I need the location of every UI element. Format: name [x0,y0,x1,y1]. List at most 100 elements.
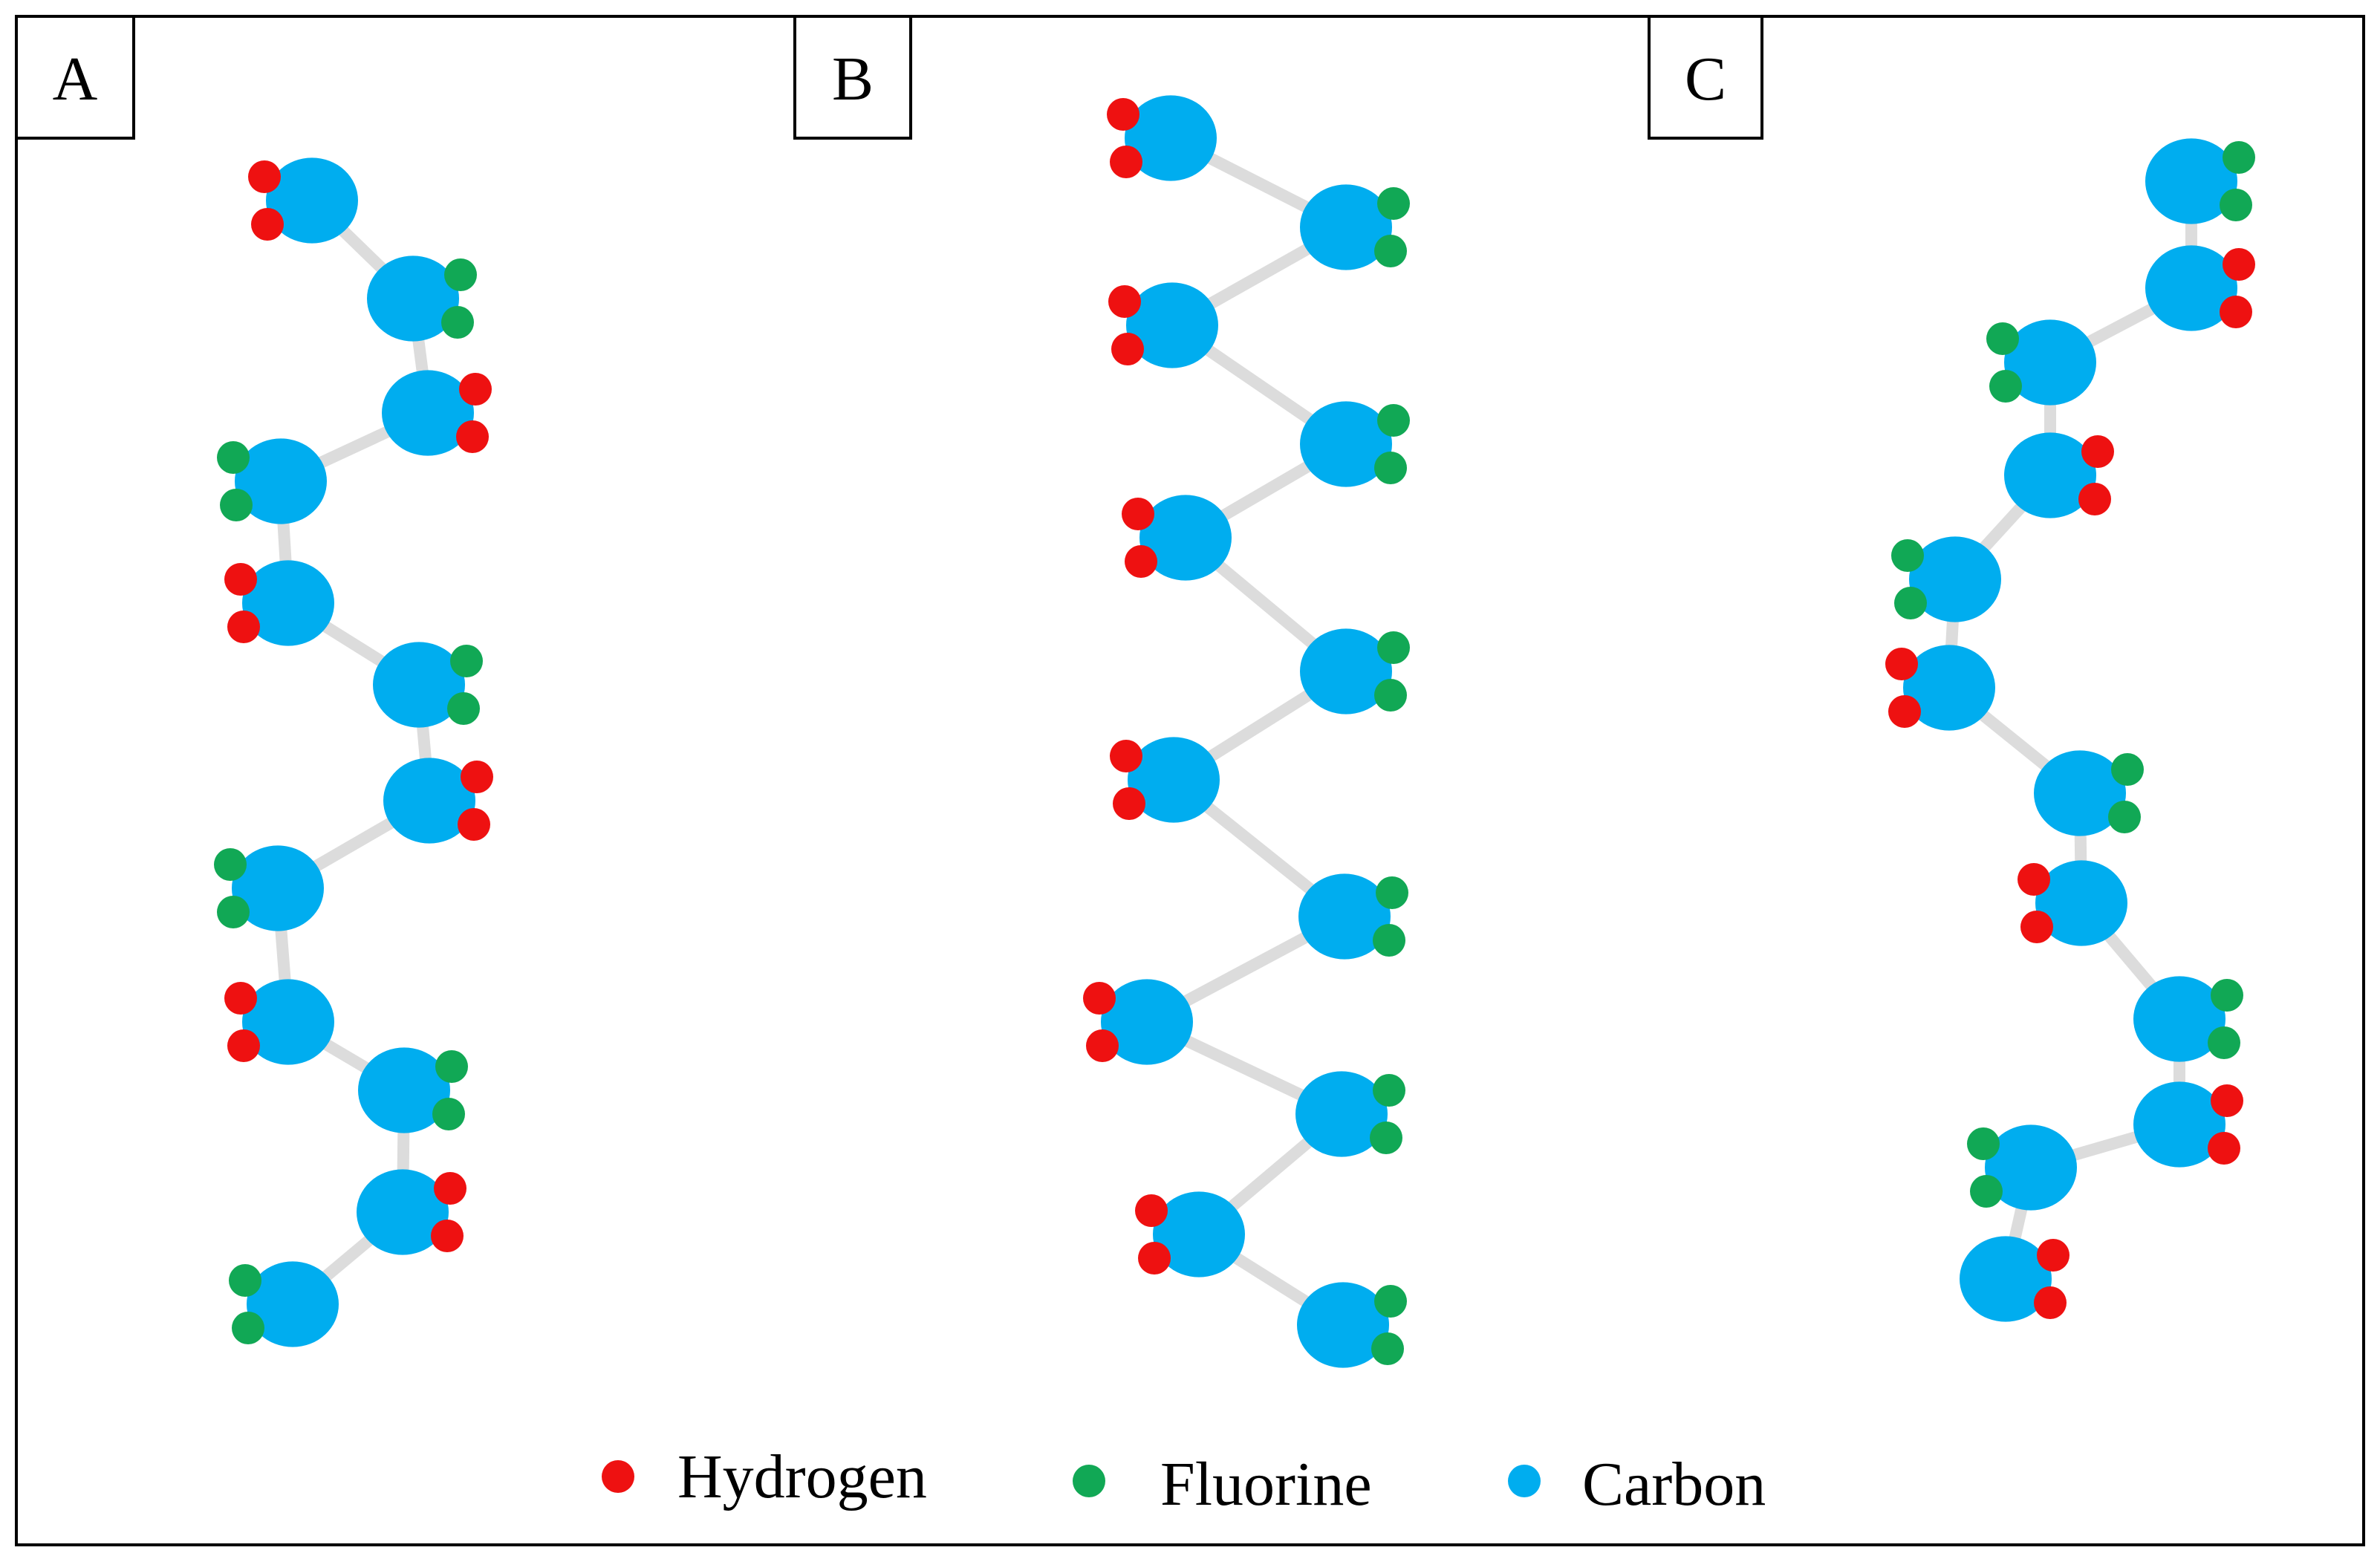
hydrogen-atom [2223,248,2255,281]
carbon-atom [247,1261,339,1347]
monomer-unit [1986,319,2096,406]
carbon-atom [1300,401,1392,487]
panel-b-atoms [1083,95,1410,1368]
carbon-atom [1153,1191,1245,1277]
fluorine-atom [2220,189,2252,221]
hydrogen-atom [1113,787,1145,820]
legend-carbon-label: Carbon [1582,1450,1766,1519]
monomer-unit [383,758,493,844]
fluorine-atom [447,692,480,725]
carbon-atom [1903,645,1995,731]
hydrogen-atom [2034,1286,2067,1319]
legend-item-carbon: Carbon [1508,1450,1766,1519]
fluorine-atom [217,441,250,474]
panel-a-label: A [53,45,98,114]
fluorine-atom [2223,141,2255,174]
hydrogen-atom [461,761,493,793]
fluorine-atom [1373,924,1405,957]
monomer-unit [1960,1236,2070,1322]
monomer-unit [1135,1191,1245,1277]
fluorine-atom [1373,1074,1405,1107]
hydrogen-atom [2037,1239,2070,1272]
monomer-unit [1295,1071,1405,1157]
panel-b: B [793,15,1410,1368]
carbon-atom [367,255,459,342]
hydrogen-atom [434,1172,466,1205]
monomer-unit [1885,645,1995,731]
hydrogen-atom [224,982,257,1015]
legend-fluorine-swatch [1073,1465,1105,1497]
fluorine-atom [435,1050,468,1083]
carbon-atom [383,758,475,844]
carbon-atom [1297,1282,1389,1368]
hydrogen-atom [1122,498,1154,530]
fluorine-atom [1377,187,1410,220]
fluorine-atom [432,1098,465,1130]
fluorine-atom [1374,452,1407,484]
hydrogen-atom [224,563,257,596]
hydrogen-atom [2211,1084,2243,1117]
monomer-unit [217,438,327,524]
fluorine-atom [1374,679,1407,712]
monomer-unit [357,1169,466,1255]
monomer-unit [2004,432,2114,518]
monomer-unit [214,845,324,931]
carbon-atom [2004,432,2096,518]
legend-carbon-swatch [1508,1465,1541,1497]
fluorine-atom [1986,322,2019,355]
panel-b-label-box [793,15,912,140]
carbon-atom [2035,860,2127,946]
legend-hydrogen-swatch [602,1460,634,1493]
legend-hydrogen-label: Hydrogen [677,1442,927,1511]
fluorine-atom [444,258,477,291]
carbon-atom [1298,873,1391,960]
monomer-unit [1083,979,1193,1065]
hydrogen-atom [227,611,260,643]
carbon-atom [1128,737,1220,823]
carbon-atom [2133,1081,2225,1168]
carbon-atom [1300,628,1392,714]
panel-c-atoms [1885,138,2255,1322]
monomer-unit [1107,95,1217,181]
fluorine-atom [1891,539,1924,572]
fluorine-atom [1970,1175,2003,1208]
fluorine-atom [1377,404,1410,437]
fluorine-atom [1967,1127,2000,1160]
carbon-atom [242,560,334,646]
hydrogen-atom [251,208,284,241]
fluorine-atom [1374,1285,1407,1318]
panel-c-label: C [1685,45,1726,114]
hydrogen-atom [1888,695,1921,728]
hydrogen-atom [2208,1132,2240,1165]
hydrogen-atom [248,160,281,193]
hydrogen-atom [2020,911,2053,943]
hydrogen-atom [459,373,492,406]
monomer-unit [382,370,492,456]
carbon-atom [242,979,334,1065]
monomer-unit [1108,282,1218,368]
hydrogen-atom [1885,648,1918,680]
monomer-unit [367,255,477,342]
panel-b-label: B [832,45,874,114]
carbon-atom [2004,319,2096,406]
fluorine-atom [2208,1026,2240,1059]
monomer-unit [1297,1282,1407,1368]
fluorine-atom [220,489,253,521]
monomer-unit [2145,138,2255,224]
panel-a-label-box [15,15,135,140]
fluorine-atom [1894,587,1927,619]
monomer-unit [1300,628,1410,714]
monomer-unit [2133,976,2243,1062]
monomer-unit [229,1261,339,1347]
hydrogen-atom [1108,285,1141,318]
carbon-atom [1985,1124,2077,1211]
legend: Hydrogen Fluorine Carbon [602,1442,1766,1519]
fluorine-atom [450,645,483,677]
monomer-unit [224,979,334,1065]
hydrogen-atom [1135,1194,1168,1227]
fluorine-atom [2211,979,2243,1012]
fluorine-atom [232,1312,264,1344]
fluorine-atom [2108,801,2141,833]
fluorine-atom [214,848,247,881]
